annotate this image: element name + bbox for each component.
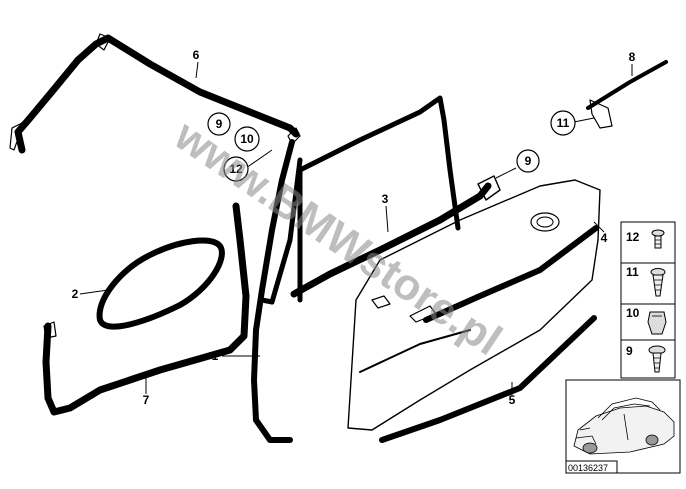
- circled-label-12: 12: [223, 156, 249, 182]
- diagram-id: 00136237: [568, 463, 608, 473]
- leader-lines: [79, 61, 633, 396]
- label-1: 1: [212, 349, 219, 363]
- car-sketch-icon: [573, 397, 675, 455]
- car-thumbnail: [565, 379, 681, 474]
- part-4-belt-moulding: [423, 225, 599, 323]
- clip-9-icon: [648, 345, 666, 373]
- svg-text:9: 9: [216, 117, 223, 131]
- part-1-door-seal: [251, 139, 303, 443]
- circled-label-10: 10: [234, 126, 260, 152]
- door-panel: [347, 179, 601, 431]
- svg-text:12: 12: [229, 162, 243, 176]
- circled-label-9-right: 9: [516, 149, 540, 173]
- circled-label-11: 11: [550, 110, 576, 136]
- legend-clip-12: 12: [620, 221, 676, 264]
- label-7: 7: [143, 393, 150, 407]
- label-3: 3: [382, 192, 389, 206]
- svg-text:11: 11: [557, 116, 570, 130]
- label-2: 2: [72, 287, 79, 301]
- part-7-body-seal: [42, 202, 250, 416]
- legend-clip-10: 10: [620, 303, 676, 341]
- svg-text:9: 9: [626, 344, 633, 358]
- clip-12-icon: [651, 229, 665, 249]
- svg-text:11: 11: [626, 265, 639, 279]
- legend-clip-9: 9: [620, 339, 676, 379]
- svg-text:9: 9: [525, 154, 532, 168]
- part-2-oval-seal: [96, 237, 225, 330]
- label-8: 8: [629, 50, 636, 64]
- svg-text:10: 10: [626, 306, 640, 320]
- clip-11-icon: [650, 268, 666, 297]
- circled-label-9-upper: 9: [207, 112, 231, 136]
- part-5-lower-strip: [379, 315, 597, 443]
- svg-text:10: 10: [240, 132, 254, 146]
- label-4: 4: [601, 231, 608, 245]
- legend-clip-11: 11: [620, 262, 676, 305]
- svg-text:12: 12: [626, 230, 640, 244]
- part-8-strip: [586, 60, 668, 129]
- door-window-frame: [297, 95, 461, 303]
- clip-10-icon: [647, 311, 667, 335]
- label-5: 5: [509, 393, 516, 407]
- diagram-id-box: [565, 460, 618, 474]
- part-6-frame-seal: [9, 33, 301, 154]
- label-6: 6: [193, 48, 200, 62]
- part-3-window-strip: [290, 175, 501, 298]
